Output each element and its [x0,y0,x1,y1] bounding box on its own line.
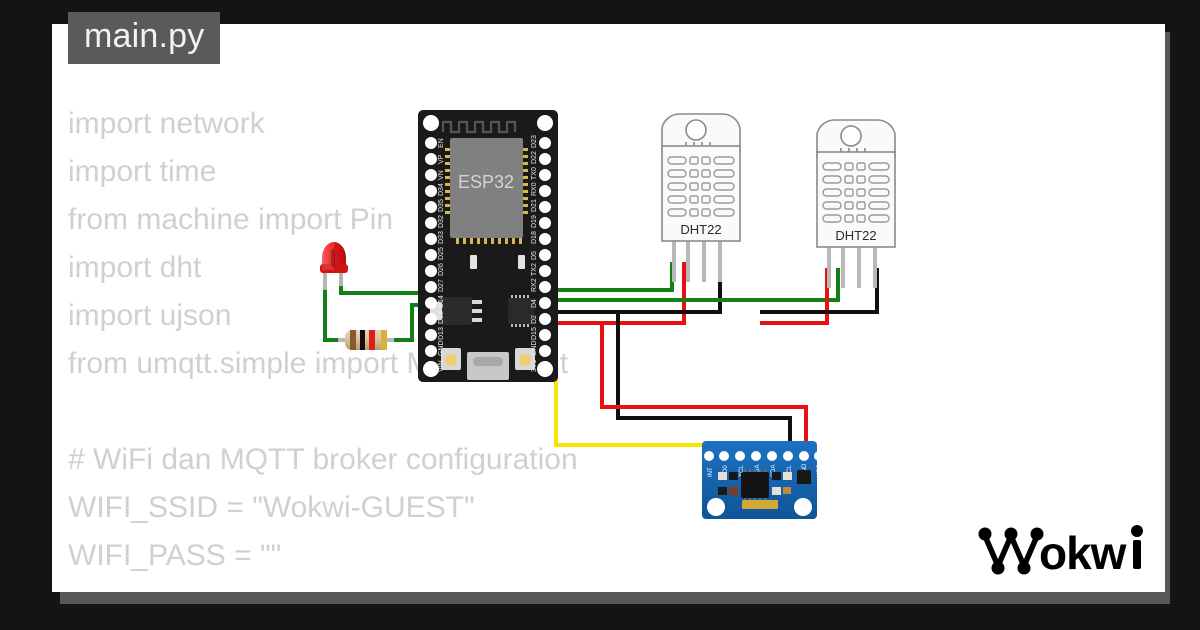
file-tab-label: main.py [84,17,205,55]
svg-text:okw: okw [1039,527,1127,579]
diagram-canvas[interactable] [52,24,1165,592]
wokwi-logo: okw [975,520,1150,585]
file-tab-main-py[interactable]: main.py [68,12,221,64]
